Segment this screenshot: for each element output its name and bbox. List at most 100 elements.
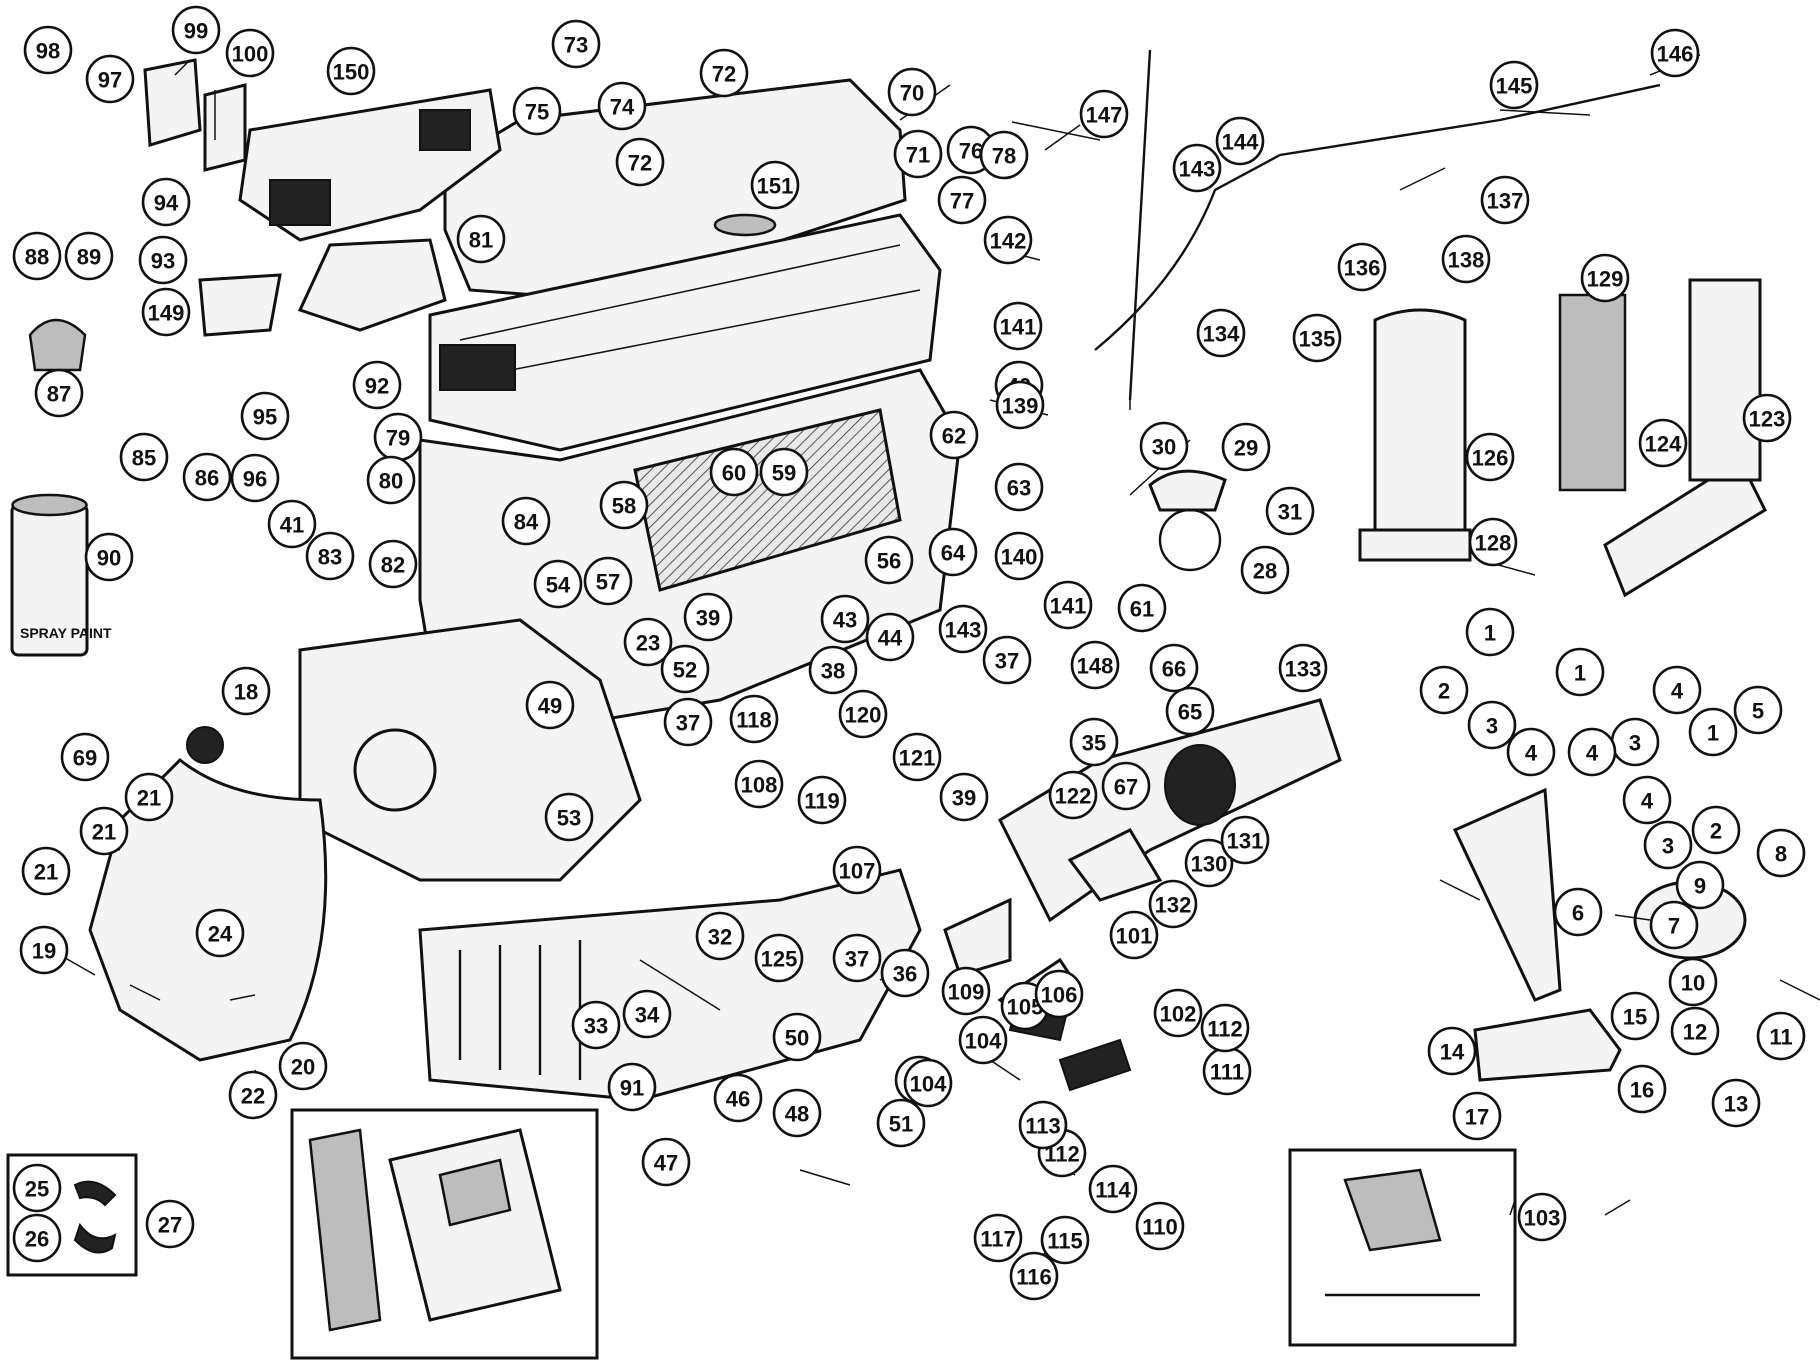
callout-label: 27 (158, 1213, 182, 1238)
callout-label: 4 (1641, 789, 1654, 814)
callout-label: 111 (1210, 1060, 1244, 1085)
callout-label: 41 (280, 513, 304, 538)
callout-58: 58 (599, 480, 649, 530)
spray-can-label: SPRAY PAINT (20, 625, 112, 641)
breather (943, 897, 1012, 977)
callout-label: 122 (1055, 784, 1092, 809)
callout-label: 120 (845, 703, 882, 728)
callout-label: 143 (945, 618, 982, 643)
callout-109: 109 (941, 966, 991, 1016)
callout-64: 64 (928, 527, 978, 577)
callout-label: 54 (546, 573, 571, 598)
callout-label: 71 (906, 143, 930, 168)
callout-4: 4 (1506, 727, 1556, 777)
callout-148: 148 (1070, 640, 1120, 690)
callout-label: 113 (1025, 1114, 1061, 1139)
callout-label: 73 (564, 33, 588, 58)
callout-label: 48 (785, 1102, 809, 1127)
callout-135: 135 (1292, 313, 1342, 363)
callout-143: 143 (938, 604, 988, 654)
callout-label: 3 (1629, 731, 1641, 756)
callout-label: 21 (92, 820, 116, 845)
callout-130: 130 (1184, 838, 1234, 888)
callout-label: 139 (1002, 394, 1039, 419)
callout-label: 25 (25, 1177, 49, 1202)
callout-label: 19 (32, 939, 56, 964)
callout-label: 138 (1448, 248, 1485, 273)
callout-79: 79 (373, 412, 423, 462)
callout-label: 2 (1710, 819, 1722, 844)
callout-label: 61 (1130, 597, 1154, 622)
callout-48: 48 (772, 1088, 822, 1138)
callout-label: 104 (965, 1029, 1002, 1054)
callout-94: 94 (141, 177, 191, 227)
callout-72: 72 (615, 137, 665, 187)
callout-label: 4 (1671, 679, 1684, 704)
callout-107: 107 (832, 845, 882, 895)
callout-77: 77 (937, 175, 987, 225)
callout-label: 79 (386, 426, 410, 451)
callout-label: 97 (98, 68, 122, 93)
callout-label: 85 (132, 446, 156, 471)
callout-label: 146 (1657, 42, 1694, 67)
callout-3: 3 (1467, 700, 1517, 750)
callout-label: 3 (1662, 834, 1674, 859)
callout-label: 28 (1253, 559, 1277, 584)
callout-label: 130 (1191, 852, 1228, 877)
callout-112: 112 (1200, 1003, 1250, 1053)
head-port-1 (439, 344, 516, 391)
callout-label: 9 (1694, 874, 1706, 899)
callout-110: 110 (1135, 1201, 1185, 1251)
callout-layer: 1112233344445678910111213141516171819202… (12, 5, 1806, 1301)
callout-label: 26 (25, 1227, 49, 1252)
callout-label: 37 (845, 947, 869, 972)
callout-label: 142 (990, 229, 1027, 254)
callout-label: 64 (941, 541, 966, 566)
filter-bracket (1603, 457, 1767, 598)
callout-label: 103 (1524, 1206, 1561, 1231)
callout-83: 83 (305, 531, 355, 581)
callout-3: 3 (1643, 820, 1693, 870)
callout-24: 24 (195, 908, 245, 958)
callout-7: 7 (1649, 900, 1699, 950)
callout-label: 18 (234, 680, 258, 705)
callout-131: 131 (1220, 815, 1270, 865)
callout-label: 140 (1001, 545, 1038, 570)
callout-label: 102 (1160, 1002, 1197, 1027)
callout-1: 1 (1688, 707, 1738, 757)
callout-114: 114 (1088, 1164, 1138, 1214)
callout-144: 144 (1215, 116, 1265, 166)
callout-1: 1 (1555, 647, 1605, 697)
callout-label: 124 (1645, 432, 1682, 457)
callout-63: 63 (994, 462, 1044, 512)
callout-label: 46 (726, 1087, 750, 1112)
callout-137: 137 (1480, 175, 1530, 225)
callout-93: 93 (138, 235, 188, 285)
callout-4: 4 (1622, 775, 1672, 825)
callout-label: 60 (722, 461, 746, 486)
callout-37: 37 (982, 635, 1032, 685)
callout-label: 131 (1227, 829, 1264, 854)
callout-138: 138 (1441, 234, 1491, 284)
callout-22: 22 (228, 1070, 278, 1120)
callout-120: 120 (838, 689, 888, 739)
callout-label: 88 (25, 245, 49, 270)
callout-3: 3 (1610, 717, 1660, 767)
callout-label: 115 (1047, 1229, 1083, 1254)
callout-label: 37 (676, 711, 700, 736)
callout-122: 122 (1048, 770, 1098, 820)
oil-gauge-pipe (1094, 83, 1661, 351)
callout-label: 149 (148, 301, 185, 326)
callout-label: 128 (1475, 531, 1512, 556)
thermostat-housing (198, 273, 282, 337)
callout-103: 103 (1517, 1192, 1567, 1242)
callout-146: 146 (1650, 28, 1700, 78)
callout-label: 108 (741, 773, 778, 798)
callout-label: 118 (736, 708, 772, 733)
callout-26: 26 (12, 1213, 62, 1263)
timing-chain-tensioner (1148, 469, 1227, 512)
callout-label: 143 (1179, 157, 1216, 182)
callout-label: 112 (1207, 1017, 1243, 1042)
callout-label: 20 (291, 1055, 315, 1080)
callout-145: 145 (1489, 60, 1539, 110)
